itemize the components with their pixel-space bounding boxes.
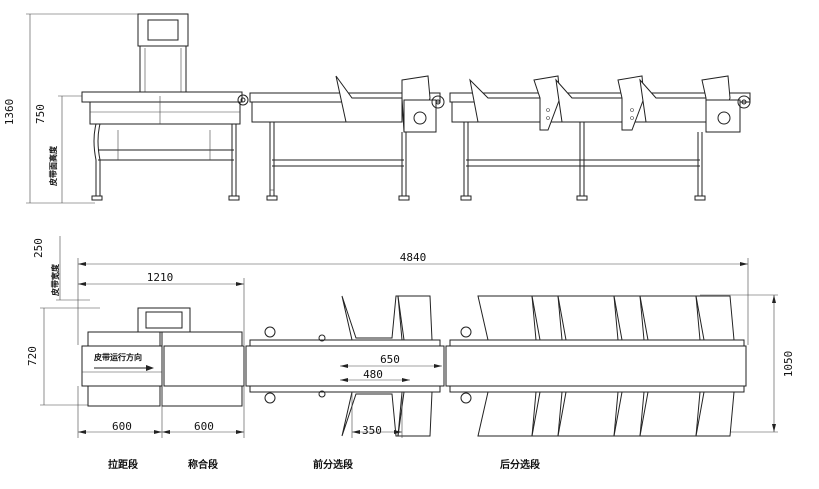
side-view: 1360 750 皮带面高度 xyxy=(3,13,751,204)
label-belt-width: 皮带宽度 xyxy=(50,263,60,297)
dim-overall-length: 4840 xyxy=(400,251,427,264)
dim-480: 480 xyxy=(363,368,383,381)
dim-right-width: 1050 xyxy=(782,351,795,378)
label-spacing-section: 拉距段 xyxy=(108,458,138,471)
top-view: 4840 1210 250 皮带宽度 720 1050 皮带运行方向 xyxy=(26,236,795,471)
dim-weigh-600: 600 xyxy=(194,420,214,433)
dim-350: 350 xyxy=(362,424,382,437)
label-rear-sort-section: 后分选段 xyxy=(500,458,540,471)
label-weighing-section: 称合段 xyxy=(188,458,218,471)
dim-left-width: 720 xyxy=(26,346,39,366)
dim-belt-width: 250 xyxy=(32,238,45,258)
dim-650: 650 xyxy=(380,353,400,366)
dim-total-height: 1360 xyxy=(3,99,16,126)
label-belt-height: 皮带面高度 xyxy=(48,145,58,187)
dim-spacing-600: 600 xyxy=(112,420,132,433)
label-front-sort-section: 前分选段 xyxy=(313,458,353,471)
label-direction: 皮带运行方向 xyxy=(93,352,142,362)
dim-belt-height: 750 xyxy=(34,104,47,124)
dim-first-section: 1210 xyxy=(147,271,174,284)
